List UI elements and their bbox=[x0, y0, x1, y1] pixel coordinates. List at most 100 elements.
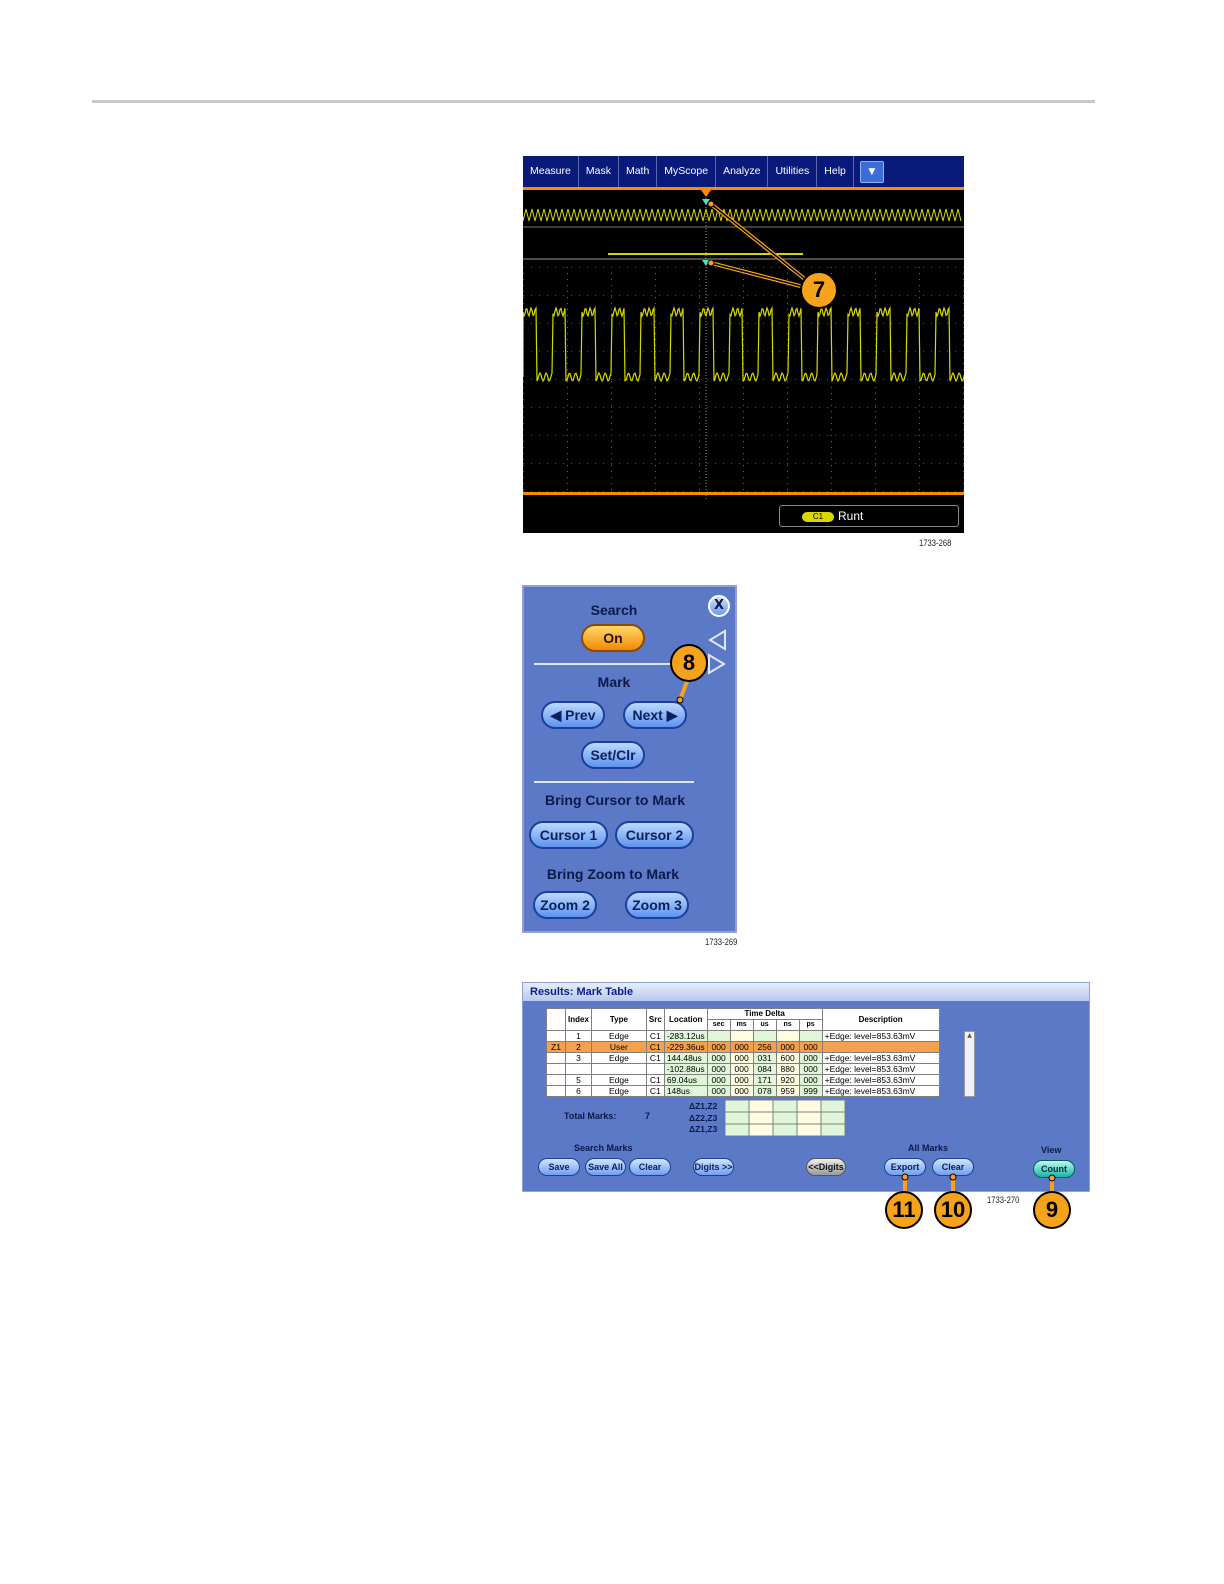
graticule-dot bbox=[523, 303, 524, 304]
scroll-right-arrow-icon[interactable] bbox=[707, 653, 727, 675]
graticule-dot bbox=[963, 453, 964, 454]
close-icon[interactable]: X bbox=[708, 595, 730, 617]
cursor2-button[interactable]: Cursor 2 bbox=[615, 821, 694, 849]
description-column-header: Description bbox=[821, 1008, 940, 1031]
graticule-dot bbox=[787, 291, 788, 292]
clear-all-marks-button[interactable]: Clear bbox=[932, 1158, 974, 1176]
delta-cell: 000 bbox=[798, 1074, 823, 1086]
callout-11: 11 bbox=[885, 1191, 923, 1229]
graticule-dot bbox=[963, 375, 964, 376]
menu-dropdown-arrow-icon[interactable]: ▼ bbox=[859, 160, 884, 183]
description-cell: +Edge: level=853.63mV bbox=[821, 1074, 940, 1086]
graticule-dot bbox=[875, 315, 876, 316]
graticule-dot bbox=[635, 407, 636, 408]
graticule-dot bbox=[963, 387, 964, 388]
graticule-dot bbox=[539, 463, 540, 464]
save-marks-button[interactable]: Save bbox=[538, 1158, 580, 1176]
graticule-dot bbox=[787, 489, 788, 490]
graticule-dot bbox=[963, 267, 964, 268]
graticule-dot bbox=[643, 435, 644, 436]
graticule-dot bbox=[651, 295, 652, 296]
graticule-dot bbox=[919, 303, 920, 304]
graticule-dot bbox=[803, 267, 804, 268]
graticule-dot bbox=[715, 295, 716, 296]
graticule-dot bbox=[567, 339, 568, 340]
search-on-button[interactable]: On bbox=[581, 624, 645, 652]
graticule-dot bbox=[547, 323, 548, 324]
more-digits-button[interactable]: Digits >> bbox=[693, 1158, 734, 1176]
scroll-up-icon[interactable]: ▲ bbox=[967, 1032, 972, 1039]
menu-measure[interactable]: Measure bbox=[523, 156, 579, 187]
graticule-dot bbox=[771, 267, 772, 268]
graticule-dot bbox=[939, 267, 940, 268]
graticule-dot bbox=[675, 295, 676, 296]
graticule-dot bbox=[875, 441, 876, 442]
graticule-dot bbox=[655, 393, 656, 394]
zoom3-button[interactable]: Zoom 3 bbox=[625, 891, 689, 919]
graticule-dot bbox=[827, 379, 828, 380]
graticule-dot bbox=[567, 405, 568, 406]
next-mark-button[interactable]: Next ▶ bbox=[623, 701, 687, 729]
graticule-dot bbox=[643, 491, 644, 492]
trigger-readout[interactable]: C1 Runt bbox=[779, 505, 959, 527]
scroll-left-arrow-icon[interactable] bbox=[707, 629, 727, 651]
delta-grid-cell bbox=[772, 1123, 798, 1136]
count-view-button[interactable]: Count bbox=[1033, 1160, 1075, 1178]
cursor1-button[interactable]: Cursor 1 bbox=[529, 821, 608, 849]
graticule-dot bbox=[571, 323, 572, 324]
graticule-dot bbox=[787, 471, 788, 472]
menu-myscope[interactable]: MyScope bbox=[657, 156, 717, 187]
table-scrollbar[interactable]: ▲ bbox=[964, 1031, 975, 1097]
prev-mark-button[interactable]: ◀ Prev bbox=[541, 701, 605, 729]
graticule-dot bbox=[963, 407, 964, 408]
graticule-dot bbox=[867, 463, 868, 464]
graticule-dot bbox=[587, 435, 588, 436]
graticule-dot bbox=[867, 491, 868, 492]
marker-cell bbox=[546, 1085, 566, 1097]
set-clear-mark-button[interactable]: Set/Clr bbox=[581, 741, 645, 769]
delta-grid-cell bbox=[772, 1111, 798, 1125]
fewer-digits-button[interactable]: <<Digits bbox=[806, 1158, 846, 1176]
zoom2-button[interactable]: Zoom 2 bbox=[533, 891, 597, 919]
graticule-dot bbox=[963, 297, 964, 298]
callout-9: 9 bbox=[1033, 1191, 1071, 1229]
graticule-dot bbox=[899, 435, 900, 436]
menu-mask[interactable]: Mask bbox=[579, 156, 619, 187]
graticule-dot bbox=[919, 489, 920, 490]
graticule-dot bbox=[743, 351, 744, 352]
graticule-dot bbox=[567, 423, 568, 424]
graticule-dot bbox=[875, 303, 876, 304]
graticule-dot bbox=[803, 323, 804, 324]
graticule-dot bbox=[611, 291, 612, 292]
clear-search-marks-button[interactable]: Clear bbox=[629, 1158, 671, 1176]
graticule-dot bbox=[743, 405, 744, 406]
graticule-dot bbox=[627, 379, 628, 380]
save-all-marks-button[interactable]: Save All bbox=[585, 1158, 626, 1176]
graticule-dot bbox=[875, 351, 876, 352]
menu-help[interactable]: Help bbox=[817, 156, 854, 187]
graticule-dot bbox=[603, 463, 604, 464]
graticule-dot bbox=[875, 323, 876, 324]
graticule-dot bbox=[779, 267, 780, 268]
graticule-dot bbox=[771, 435, 772, 436]
graticule-dot bbox=[699, 491, 700, 492]
graticule-dot bbox=[899, 351, 900, 352]
description-cell: +Edge: level=853.63mV bbox=[821, 1052, 940, 1064]
waveform-graticule[interactable] bbox=[523, 187, 964, 501]
graticule-dot bbox=[931, 407, 932, 408]
menu-math[interactable]: Math bbox=[619, 156, 658, 187]
menu-utilities[interactable]: Utilities bbox=[768, 156, 818, 187]
graticule-dot bbox=[707, 407, 708, 408]
search-marks-label: Search Marks bbox=[574, 1143, 633, 1153]
graticule-dot bbox=[699, 279, 700, 280]
export-marks-button[interactable]: Export bbox=[884, 1158, 926, 1176]
panel-divider bbox=[534, 781, 694, 783]
menu-analyze[interactable]: Analyze bbox=[716, 156, 769, 187]
graticule-dot bbox=[831, 483, 832, 484]
